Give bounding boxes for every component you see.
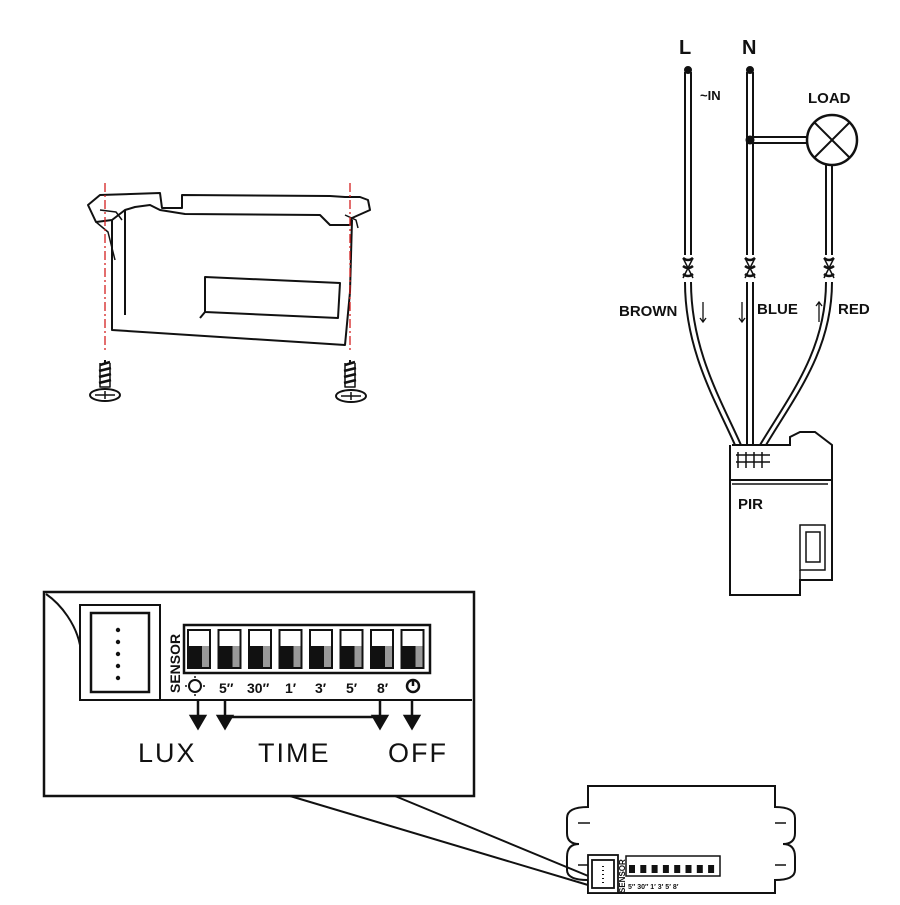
wiring-diagram: L N ~IN LOAD <box>619 37 870 596</box>
left-bracket <box>95 221 116 261</box>
dip-switch-bank <box>182 623 432 675</box>
small-sensor-label: SENSOR <box>618 859 627 893</box>
dip-lever <box>219 646 233 667</box>
lamp-icon <box>805 113 859 167</box>
splice-n <box>744 256 756 279</box>
dip-lever <box>189 646 202 667</box>
blue-arrow-icon <box>738 302 746 324</box>
pir-label: PIR <box>738 496 763 513</box>
time-range-arrows <box>215 700 390 731</box>
small-dip-lever <box>685 865 692 873</box>
dip-lever-shade <box>293 646 301 667</box>
setting-3m: 3′ <box>315 680 327 696</box>
dip-lever-shade <box>415 646 423 667</box>
setting-1m: 1′ <box>285 680 297 696</box>
small-dip-lever <box>696 865 703 873</box>
red-label: RED <box>838 301 870 318</box>
small-module-body <box>566 785 796 894</box>
small-dip-lever <box>651 865 658 873</box>
dip-lever-shade <box>232 646 240 667</box>
splice-l <box>682 256 694 279</box>
small-dip-lever <box>629 865 635 873</box>
off-label: OFF <box>388 738 448 768</box>
sun-icon <box>185 676 205 696</box>
brown-label: BROWN <box>619 303 677 320</box>
input-label: ~IN <box>700 88 721 103</box>
small-dip-lever <box>708 865 715 873</box>
load-return-wire <box>825 165 833 255</box>
housing-recess-edge <box>199 277 206 319</box>
time-label: TIME <box>258 738 331 768</box>
mounting-illustration <box>87 183 371 403</box>
brown-wire <box>684 281 742 446</box>
pir-module <box>729 431 833 596</box>
right-screw-icon <box>335 360 367 403</box>
left-screw-icon <box>89 360 121 402</box>
lux-label: LUX <box>138 738 197 768</box>
small-settings-label: 5″ 30″ 1′ 3′ 5′ 8′ <box>628 884 679 891</box>
right-bracket <box>344 214 359 229</box>
terminal-l-dot <box>684 66 692 74</box>
small-dip-lever <box>640 865 647 873</box>
lux-arrow-icon <box>188 700 208 731</box>
housing-recess <box>204 276 341 319</box>
housing-front <box>111 219 353 346</box>
dip-lever <box>250 646 263 667</box>
setting-8m: 8′ <box>377 680 389 696</box>
load-label: LOAD <box>808 90 851 107</box>
power-icon <box>405 678 421 694</box>
blue-wire <box>746 282 754 445</box>
red-wire <box>759 281 833 446</box>
setting-5m: 5′ <box>346 680 358 696</box>
small-dip-lever <box>662 865 669 873</box>
dip-lever-shade <box>324 646 331 667</box>
small-module <box>566 785 796 894</box>
n-wire <box>746 72 754 255</box>
left-bracket-detail <box>99 209 123 221</box>
setting-30s: 30″ <box>247 680 270 696</box>
housing-top <box>87 192 371 226</box>
terminal-n-label: N <box>742 37 756 59</box>
splice-red <box>823 256 835 279</box>
dip-lever-shade <box>385 646 392 667</box>
dip-lever-shade <box>202 646 209 667</box>
dip-lever <box>280 646 294 667</box>
dip-callout: SENSOR 5″ 30″ 1′ 3′ 5′ 8′ <box>42 590 611 886</box>
connector-block <box>79 604 161 701</box>
sensor-label: SENSOR <box>167 634 183 693</box>
dip-lever <box>341 646 355 667</box>
brown-arrow-icon <box>699 302 707 324</box>
blue-label: BLUE <box>757 301 798 318</box>
callout-curve <box>45 593 81 646</box>
off-arrow-icon <box>402 700 422 731</box>
dip-lever-shade <box>263 646 270 667</box>
dip-lever <box>402 646 416 667</box>
small-dip-lever <box>674 865 681 873</box>
l-wire <box>684 72 692 255</box>
small-dip-bank <box>625 855 721 877</box>
dip-lever <box>372 646 385 667</box>
callout-leader <box>289 795 611 886</box>
setting-5s: 5″ <box>219 680 234 696</box>
terminal-l-label: L <box>679 37 691 59</box>
terminal-n-dot <box>746 66 754 74</box>
red-arrow-icon <box>815 300 823 322</box>
n-to-load-wire <box>750 136 808 144</box>
dip-lever <box>311 646 324 667</box>
dip-lever-shade <box>354 646 362 667</box>
